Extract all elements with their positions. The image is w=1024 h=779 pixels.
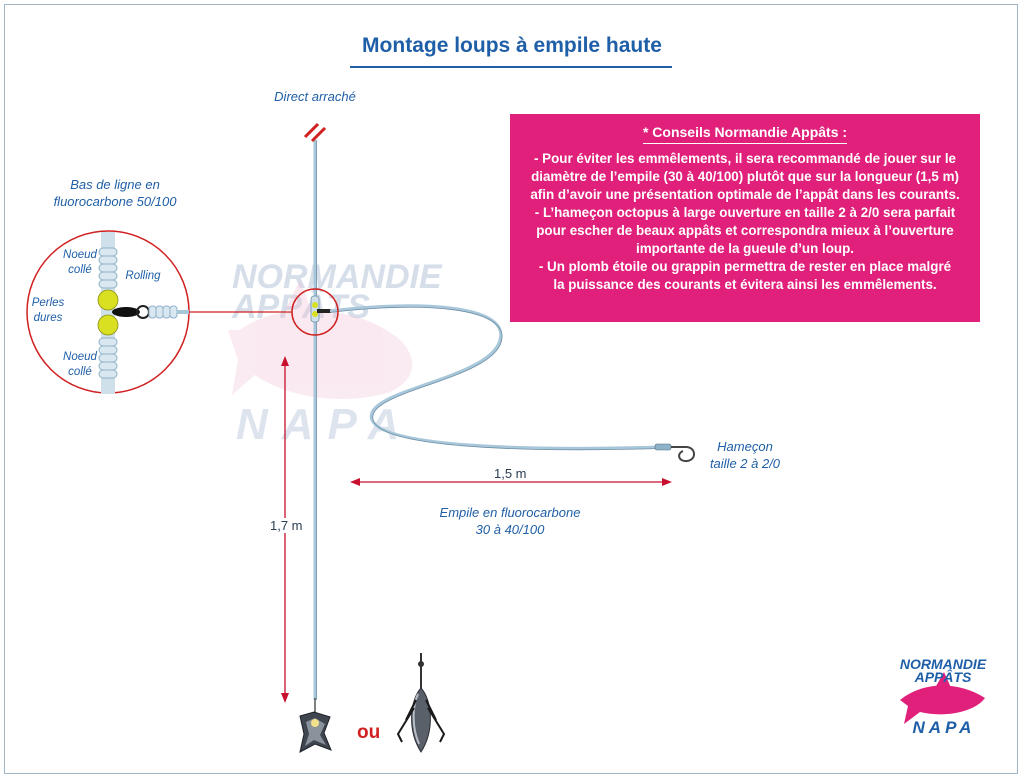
tips-line: - L’hameçon octopus à large ouverture en… (534, 205, 956, 220)
label-leader: Bas de ligne en fluorocarbone 50/100 (40, 176, 190, 210)
label-rolling: Rolling (125, 270, 161, 282)
label-leader-line1: Bas de ligne en (70, 177, 160, 192)
label-snood-line2: 30 à 40/100 (475, 522, 545, 537)
page-frame (4, 4, 1018, 774)
label-or: ou (357, 722, 381, 743)
label-beads: Perles dures (26, 296, 70, 326)
logo-fish-icon (900, 672, 985, 724)
watermark-line2: APPÂTS (232, 290, 442, 324)
page-title: Montage loups à empile haute (362, 34, 662, 57)
label-knot-top-line1: Noeud (63, 249, 97, 261)
label-knot-top-line2: collé (68, 264, 92, 276)
knot-top-icon (98, 247, 118, 289)
tips-line: pour escher de beaux appâts et correspon… (536, 223, 954, 238)
snood-line (329, 304, 661, 450)
bead-top-icon (97, 289, 119, 311)
label-leader-line2: fluorocarbone 50/100 (53, 194, 177, 209)
logo-napa: NAPA (912, 718, 976, 737)
label-hook-line2: taille 2 à 2/0 (709, 456, 781, 471)
watermark-line1: NORMANDIE (232, 258, 442, 296)
tips-line: la puissance des courants et évitera ain… (553, 277, 937, 292)
tips-line: afin d’avoir une présentation optimale d… (530, 187, 960, 202)
label-hook-line1: Hameçon (717, 439, 773, 454)
dimension-horizontal (350, 478, 672, 486)
tips-line: - Pour éviter les emmêlements, il sera r… (534, 151, 956, 166)
label-dimension-horizontal: 1,5 m (494, 466, 527, 481)
label-direct-arrache: Direct arraché (274, 89, 356, 104)
label-beads-line2: dures (33, 312, 63, 324)
logo-line2: APPÂTS (914, 669, 972, 685)
zoom-target-circle (291, 288, 339, 336)
label-knot-bottom-line1: Noeud (63, 351, 97, 363)
label-dimension-vertical: 1,7 m (268, 518, 305, 533)
grapnel-sinker-icon (396, 653, 446, 753)
snood-line-shade (329, 306, 661, 451)
hook-icon (654, 443, 695, 463)
knot-bottom-icon (98, 337, 118, 379)
zoom-detail-contents (97, 232, 189, 394)
tips-box: * Conseils Normandie Appâts : - Pour évi… (510, 114, 980, 322)
logo-line1: NORMANDIE (899, 656, 987, 672)
watermark-fish-icon (228, 280, 413, 399)
tips-line: importante de la gueule d’un loup. (636, 241, 854, 256)
label-knot-bottom: Noeud collé (52, 350, 108, 380)
logo-text: NORMANDIE APPÂTS (895, 656, 991, 685)
label-snood: Empile en fluorocarbone 30 à 40/100 (420, 504, 600, 538)
label-hook: Hameçon taille 2 à 2/0 (690, 438, 800, 472)
rolling-swivel-icon (112, 305, 189, 319)
tips-lines: - Pour éviter les emmêlements, il sera r… (522, 150, 968, 294)
star-sinker-icon (299, 698, 332, 753)
bead-bottom-icon (97, 314, 119, 336)
watermark-napa: NAPA (236, 400, 414, 449)
direct-arrache-icon (303, 122, 327, 143)
label-snood-line1: Empile en fluorocarbone (439, 505, 581, 520)
tips-line: - Un plomb étoile ou grappin permettra d… (538, 259, 952, 274)
label-knot-top: Noeud collé (52, 248, 108, 278)
title-underline (350, 66, 672, 68)
tips-title: * Conseils Normandie Appâts : (642, 124, 848, 144)
label-beads-line1: Perles (31, 297, 65, 309)
watermark-text: NORMANDIE APPÂTS (232, 258, 442, 324)
tips-line: diamètre de l’empile (30 à 40/100) plutô… (531, 169, 959, 184)
swivel-icon (310, 295, 331, 323)
label-knot-bottom-line2: collé (68, 366, 92, 378)
